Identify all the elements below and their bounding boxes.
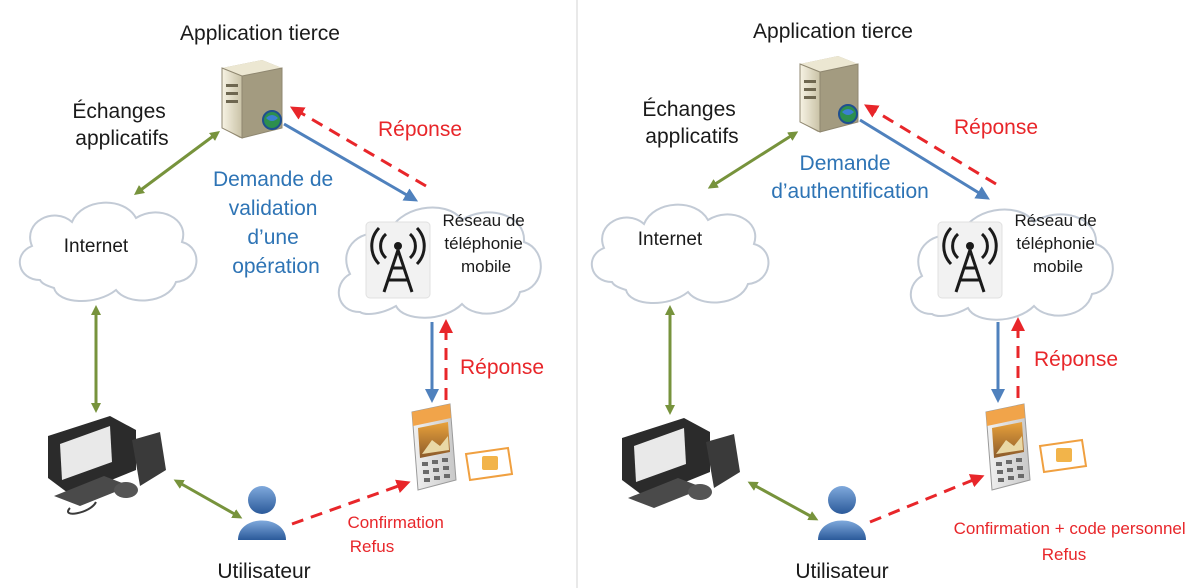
server-icon xyxy=(221,60,283,139)
mobile-network-label: Réseau de téléphonie mobile xyxy=(1015,211,1102,276)
arrow-computer-user xyxy=(747,481,819,521)
arrow-user-to-phone xyxy=(869,474,985,524)
mobile-phone-icon xyxy=(411,403,457,491)
response-bottom-label: Réponse xyxy=(1034,348,1118,371)
response-top-label: Réponse xyxy=(954,116,1038,139)
arrow-app-internet xyxy=(707,131,799,189)
antenna-tower-icon xyxy=(937,221,1003,299)
server-icon xyxy=(799,56,859,133)
internet-cloud-icon xyxy=(18,201,198,303)
sim-card-icon xyxy=(464,446,514,482)
mobile-phone-icon xyxy=(985,403,1031,491)
user-icon xyxy=(818,486,866,540)
arrow-request-app-to-network xyxy=(283,122,419,202)
exchanges-label: Échanges applicatifs xyxy=(642,98,741,148)
mobile-network-label: Réseau de téléphonie mobile xyxy=(443,211,530,276)
response-top-label: Réponse xyxy=(378,118,462,141)
panel-left: Application tierce Internet xyxy=(18,22,544,583)
internet-label: Internet xyxy=(638,229,703,250)
arrow-app-internet xyxy=(133,131,221,195)
computer-icon xyxy=(48,416,166,515)
computer-icon xyxy=(622,418,740,508)
exchanges-label: Échanges applicatifs xyxy=(72,100,171,150)
panel-divider xyxy=(576,0,578,588)
arrow-response-network-to-app xyxy=(289,106,427,188)
user-action-label: Confirmation Refus xyxy=(347,513,448,556)
sim-card-icon xyxy=(1038,438,1088,474)
arrow-request-app-to-network xyxy=(859,118,990,200)
internet-label: Internet xyxy=(64,236,129,257)
user-label: Utilisateur xyxy=(217,560,310,583)
internet-cloud-icon xyxy=(590,203,770,305)
arrow-response-network-to-app xyxy=(864,104,997,186)
app-title: Application tierce xyxy=(180,22,340,45)
request-label: Demande de validation d’une opération xyxy=(213,168,339,278)
app-title: Application tierce xyxy=(753,20,913,43)
arrow-computer-user xyxy=(173,479,243,519)
antenna-tower-icon xyxy=(365,221,431,299)
user-action-label: Confirmation + code personnel Refus xyxy=(954,519,1191,564)
request-label: Demande d’authentification xyxy=(771,152,929,203)
user-icon xyxy=(238,486,286,540)
user-label: Utilisateur xyxy=(795,560,888,583)
response-bottom-label: Réponse xyxy=(460,356,544,379)
panel-right: Application tierce Internet xyxy=(590,20,1191,583)
